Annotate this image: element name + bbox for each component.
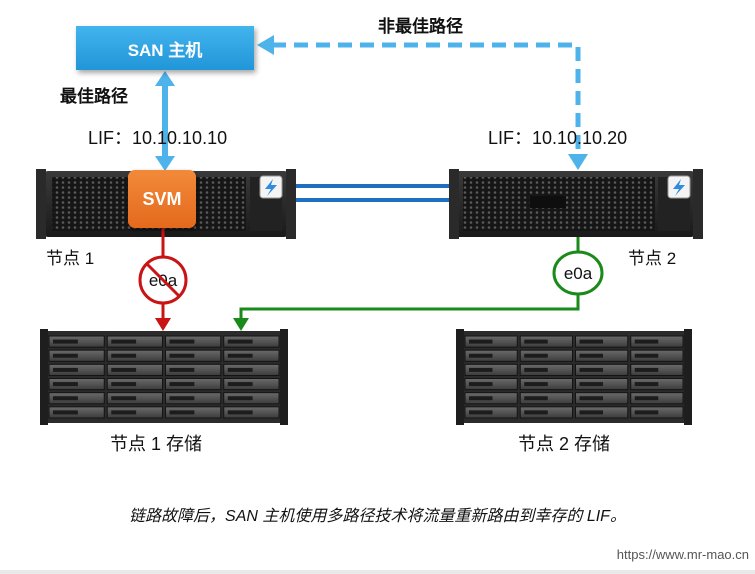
drive-handle — [469, 339, 493, 344]
drive-handle — [53, 353, 78, 358]
storage2-label: 节点 2 存储 — [518, 434, 611, 454]
drive-handle — [634, 339, 659, 344]
svm-label: SVM — [142, 188, 182, 209]
storage1-label: 节点 1 存储 — [110, 434, 203, 454]
drive-handle — [524, 382, 548, 387]
storage-shelf-2 — [456, 329, 692, 425]
drive-handle — [227, 382, 253, 387]
san-host: SAN 主机 — [76, 26, 254, 70]
drive-handle — [524, 339, 548, 344]
drive-handle — [579, 339, 604, 344]
drive-handle — [111, 382, 137, 387]
drive-handle — [111, 367, 137, 372]
cluster-interconnect — [288, 184, 455, 202]
drive-handle — [469, 382, 493, 387]
node2-port-active: e0a — [552, 250, 604, 296]
lightning-icon — [259, 175, 283, 199]
drive-handle — [111, 410, 137, 415]
drive-handle — [169, 410, 195, 415]
drive-handle — [524, 396, 548, 401]
non-optimal-path-arrow — [257, 35, 588, 170]
drive-handle — [524, 353, 548, 358]
san-host-label: SAN 主机 — [127, 40, 203, 60]
rerouted-link-arrow — [233, 237, 580, 331]
drive-handle — [169, 382, 195, 387]
drive-handle — [524, 410, 548, 415]
drive-handle — [111, 396, 137, 401]
node2-controller — [449, 169, 703, 239]
optimal-path-label: 最佳路径 — [60, 87, 128, 106]
node2-port-label: e0a — [564, 264, 593, 283]
drive-handle — [227, 339, 253, 344]
drive-handle — [53, 410, 78, 415]
drive-handle — [579, 367, 604, 372]
drive-handle — [111, 339, 137, 344]
drive-handle — [579, 382, 604, 387]
drive-handle — [634, 353, 659, 358]
node1-label: 节点 1 — [46, 249, 95, 268]
drive-handle — [169, 367, 195, 372]
drive-handle — [227, 353, 253, 358]
drive-handle — [53, 396, 78, 401]
drive-handle — [169, 353, 195, 358]
lightning-icon — [667, 175, 691, 199]
drive-handle — [634, 367, 659, 372]
svm-box: SVM — [128, 170, 196, 228]
drive-handle — [634, 382, 659, 387]
drive-handle — [524, 367, 548, 372]
footer-divider — [0, 570, 755, 574]
lif-left-label: LIF：10.10.10.10 — [88, 128, 228, 148]
node2-label: 节点 2 — [628, 249, 677, 268]
drive-handle — [53, 367, 78, 372]
drive-handle — [469, 410, 493, 415]
drive-handle — [227, 396, 253, 401]
drive-handle — [53, 382, 78, 387]
drive-handle — [111, 353, 137, 358]
drive-handle — [579, 353, 604, 358]
drive-handle — [227, 367, 253, 372]
drive-handle — [579, 396, 604, 401]
drive-handle — [469, 367, 493, 372]
storage-shelf-1 — [40, 329, 288, 425]
drive-handle — [169, 339, 195, 344]
drive-handle — [169, 396, 195, 401]
caption: 链路故障后，SAN 主机使用多路径技术将流量重新路由到幸存的 LIF。 — [129, 508, 626, 525]
drive-handle — [634, 410, 659, 415]
drive-handle — [469, 396, 493, 401]
non-optimal-path-label: 非最佳路径 — [378, 17, 463, 36]
drive-handle — [579, 410, 604, 415]
drive-handle — [227, 410, 253, 415]
optimal-path-arrow — [155, 71, 175, 171]
drive-handle — [53, 339, 78, 344]
site-url: https://www.mr-mao.cn — [616, 547, 749, 562]
lif-right-label: LIF：10.10.10.20 — [488, 128, 628, 148]
drive-handle — [634, 396, 659, 401]
drive-handle — [469, 353, 493, 358]
node1-port-failed: e0a — [138, 255, 188, 305]
